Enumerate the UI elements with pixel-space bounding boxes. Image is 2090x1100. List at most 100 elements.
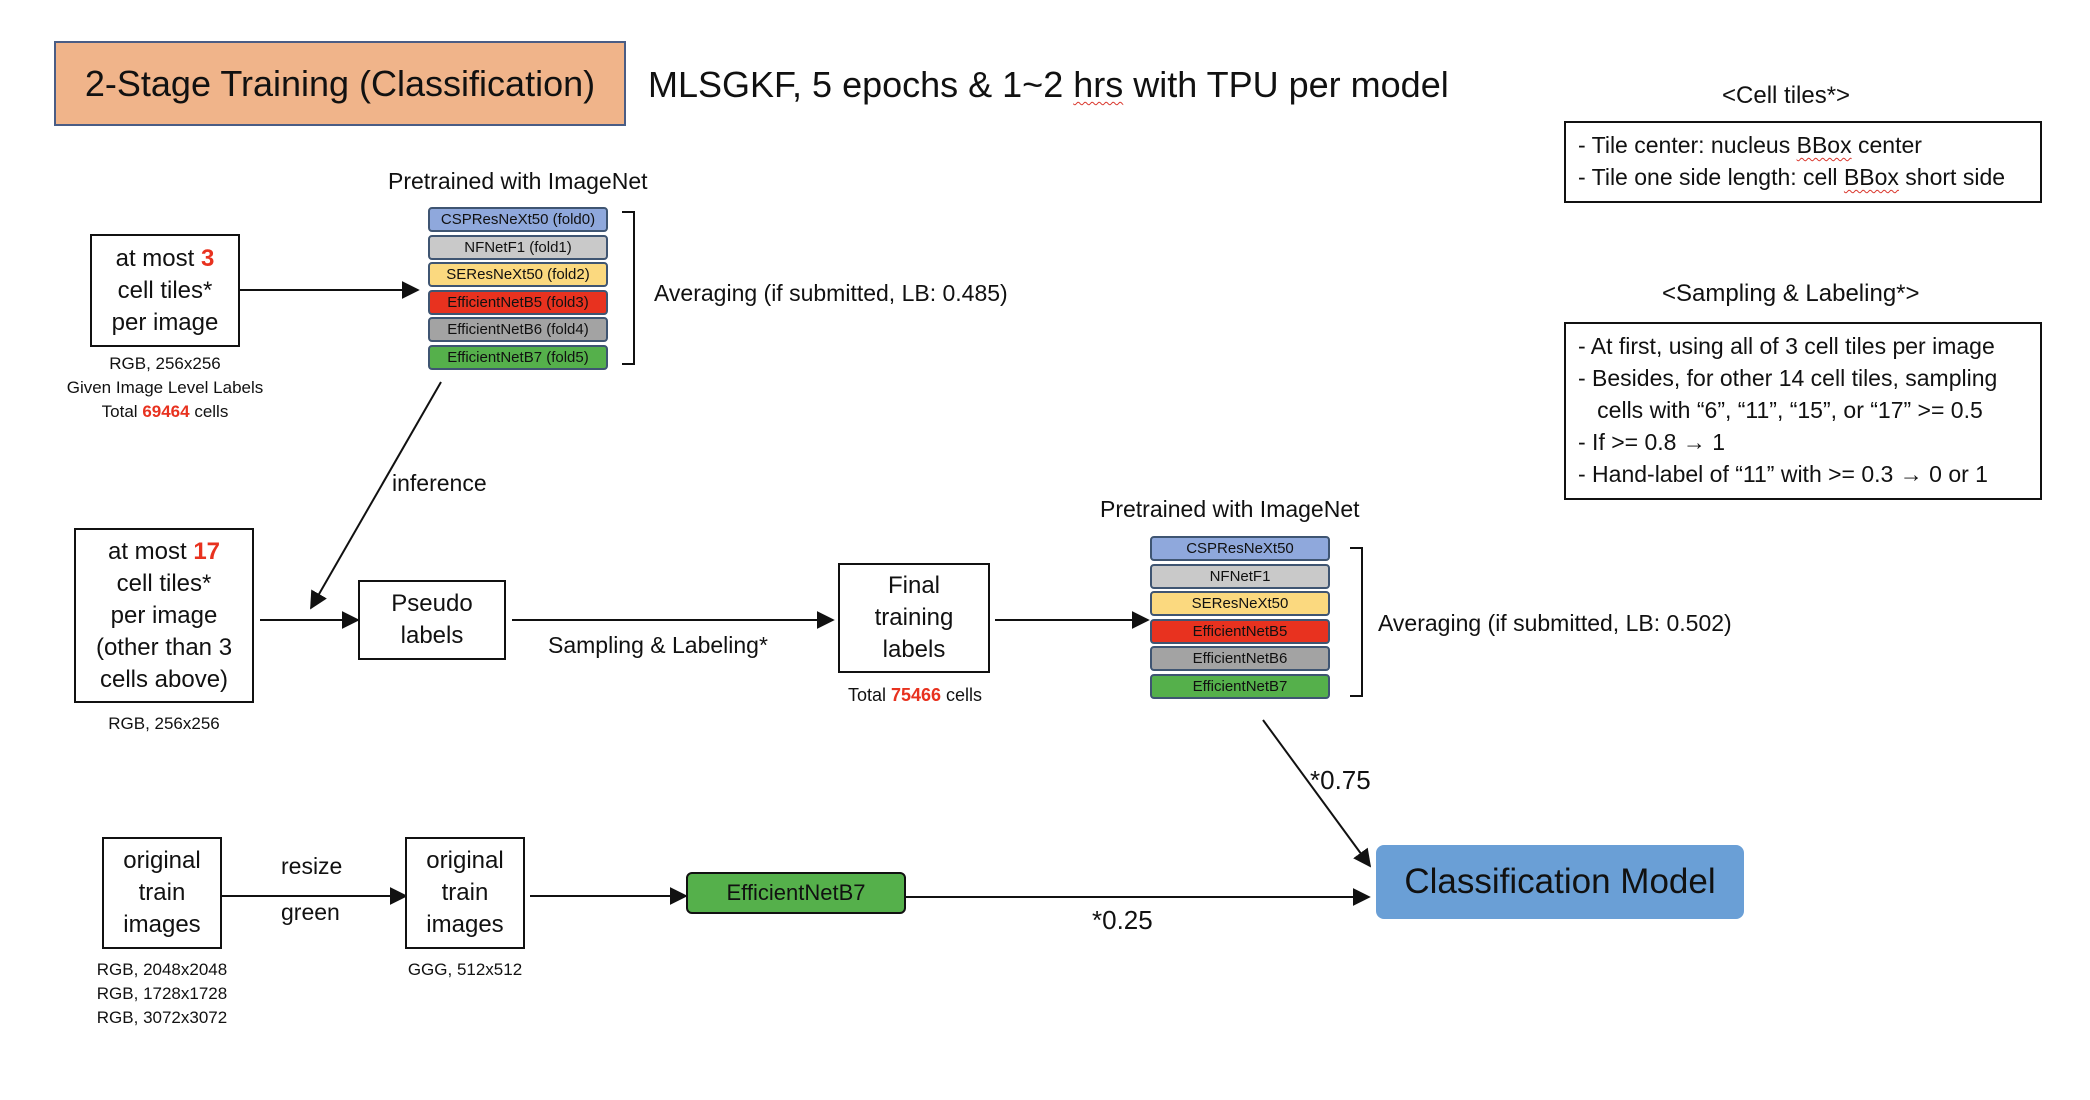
stage1-input-line3: per image <box>111 308 219 336</box>
sampling-labeling-label: Sampling & Labeling* <box>548 632 768 658</box>
final-note-suffix: cells <box>941 685 983 705</box>
stage3-effnetb7-box: EfficientNetB7 <box>686 872 906 914</box>
stage2-input-line4: (other than 3 <box>95 633 233 661</box>
orig1-note-line1: RGB, 2048x2048 <box>96 960 228 979</box>
bracket-stage2 <box>1350 547 1363 697</box>
stage2-model-5: EfficientNetB7 <box>1150 673 1330 699</box>
stage1-input-count: 3 <box>200 244 215 272</box>
subtitle-pre: MLSGKF, 5 epochs & 1~2 <box>648 64 1074 105</box>
cell-tiles-l2-post: short side <box>1898 164 2006 190</box>
final-line1: Final <box>887 572 941 599</box>
stage1-note-total-suffix: cells <box>189 402 229 421</box>
classification-model-label: Classification Model <box>1404 862 1716 901</box>
stage2-input-count: 17 <box>193 537 221 565</box>
orig1-note-line3: RGB, 3072x3072 <box>96 1008 228 1027</box>
sampling-line-1: - At first, using all of 3 cell tiles pe… <box>1578 333 1995 359</box>
cell-tiles-l2-bbox: BBox <box>1843 164 1899 190</box>
stage2-model-4: EfficientNetB6 <box>1150 646 1330 671</box>
stage2-input-line5: cells above) <box>99 665 229 693</box>
orig1-line3: images <box>123 911 201 938</box>
orig2-line2: train <box>441 879 489 906</box>
sampling-title: <Sampling & Labeling*> <box>1662 280 1920 307</box>
arrow-075-to-classification <box>1262 719 1372 868</box>
cell-tiles-l1-bbox: BBox <box>1796 132 1852 158</box>
cell-tiles-l1-pre: - Tile center: nucleus <box>1578 132 1797 158</box>
sampling-line-3: cells with “6”, “11”, “15”, or “17” >= 0… <box>1578 397 1983 423</box>
sampling-line-4: - If >= 0.8 → 1 <box>1578 429 1726 455</box>
stage1-input-box: at most 3 cell tiles* per image <box>90 234 240 347</box>
stage2-model-1: NFNetF1 <box>1150 563 1330 589</box>
stage1-model-2: SEResNeXt50 (fold2) <box>428 262 608 287</box>
orig1-note-line2: RGB, 1728x1728 <box>96 984 228 1003</box>
pseudo-line2: labels <box>400 622 464 649</box>
stage2-model-0: CSPResNeXt50 <box>1150 536 1330 561</box>
stage1-note-line2: Given Image Level Labels <box>66 378 264 397</box>
sampling-line-5: - Hand-label of “11” with >= 0.3 → 0 or … <box>1578 461 1988 487</box>
final-note-prefix: Total <box>847 685 891 705</box>
stage1-input-prefix: at most <box>115 244 201 272</box>
orig1-line1: original <box>123 847 201 874</box>
stage3-model-label: EfficientNetB7 <box>726 880 866 905</box>
original-images-box-ggg: original train images <box>405 837 525 949</box>
cell-tiles-box: - Tile center: nucleus BBox center - Til… <box>1564 121 2042 203</box>
stage1-model-0: CSPResNeXt50 (fold0) <box>428 207 608 232</box>
title-box: 2-Stage Training (Classification) <box>54 41 626 126</box>
subtitle: MLSGKF, 5 epochs & 1~2 hrs with TPU per … <box>648 64 1449 106</box>
cell-tiles-l1-post: center <box>1851 132 1922 158</box>
pseudo-labels-box: Pseudo labels <box>358 580 506 660</box>
orig2-line3: images <box>426 911 504 938</box>
stage1-note-line3: Total 69464 cells <box>40 400 290 424</box>
final-line3: labels <box>882 636 946 663</box>
classification-model-box: Classification Model <box>1376 845 1744 919</box>
orig1-line2: train <box>138 879 186 906</box>
weight-025-label: *0.25 <box>1092 905 1153 935</box>
stage2-averaging: Averaging (if submitted, LB: 0.502) <box>1378 610 1732 636</box>
green-label: green <box>281 899 340 925</box>
cell-tiles-l2-pre: - Tile one side length: cell <box>1578 164 1844 190</box>
stage2-input-box: at most 17 cell tiles* per image (other … <box>74 528 254 703</box>
stage1-input-line2: cell tiles* <box>117 276 213 304</box>
stage2-input-line3: per image <box>110 601 218 629</box>
subtitle-hrs: hrs <box>1073 64 1124 105</box>
stage1-model-1: NFNetF1 (fold1) <box>428 234 608 260</box>
bracket-stage1 <box>622 211 635 365</box>
stage2-input-note: RGB, 256x256 <box>108 714 220 733</box>
stage1-note-total-prefix: Total <box>101 402 143 421</box>
stage2-pretrained-label: Pretrained with ImageNet <box>1100 496 1360 522</box>
stage1-pretrained-label: Pretrained with ImageNet <box>388 168 648 194</box>
final-training-labels-box: Final training labels <box>838 563 990 673</box>
stage2-input-prefix: at most <box>107 537 194 565</box>
inference-label: inference <box>392 470 487 496</box>
weight-075-label: *0.75 <box>1310 765 1371 795</box>
orig1-note: RGB, 2048x2048 RGB, 1728x1728 RGB, 3072x… <box>72 958 252 1030</box>
stage2-model-3: EfficientNetB5 <box>1150 618 1330 644</box>
subtitle-post: with TPU per model <box>1123 64 1449 105</box>
final-line2: training <box>874 604 954 631</box>
cell-tiles-line2: - Tile one side length: cell BBox short … <box>1578 161 2028 193</box>
stage1-note-line1: RGB, 256x256 <box>109 354 221 373</box>
stage1-model-4: EfficientNetB6 (fold4) <box>428 317 608 342</box>
final-note-count: 75466 <box>890 685 942 705</box>
stage2-input-line2: cell tiles* <box>116 569 212 597</box>
orig2-note: GGG, 512x512 <box>407 960 523 979</box>
stage2-model-2: SEResNeXt50 <box>1150 591 1330 616</box>
stage1-input-note: RGB, 256x256 Given Image Level Labels To… <box>40 352 290 424</box>
stage1-model-5: EfficientNetB7 (fold5) <box>428 344 608 370</box>
sampling-line-2: - Besides, for other 14 cell tiles, samp… <box>1578 365 1998 391</box>
stage1-note-total-count: 69464 <box>142 402 190 421</box>
stage1-averaging: Averaging (if submitted, LB: 0.485) <box>654 280 1008 306</box>
cell-tiles-line1: - Tile center: nucleus BBox center <box>1578 129 2028 161</box>
cell-tiles-title: <Cell tiles*> <box>1722 82 1851 109</box>
pseudo-line1: Pseudo <box>391 590 473 617</box>
final-labels-note: Total 75466 cells <box>820 683 1010 707</box>
stage2-input-line1: at most 17 <box>96 536 232 568</box>
arrow-inference <box>310 381 442 610</box>
stage1-input-line1: at most 3 <box>112 243 219 275</box>
original-images-box-rgb: original train images <box>102 837 222 949</box>
sampling-box: - At first, using all of 3 cell tiles pe… <box>1564 322 2042 500</box>
page-title: 2-Stage Training (Classification) <box>84 62 596 104</box>
stage1-model-3: EfficientNetB5 (fold3) <box>428 289 608 315</box>
resize-label: resize <box>281 853 343 879</box>
orig2-line1: original <box>426 847 504 874</box>
